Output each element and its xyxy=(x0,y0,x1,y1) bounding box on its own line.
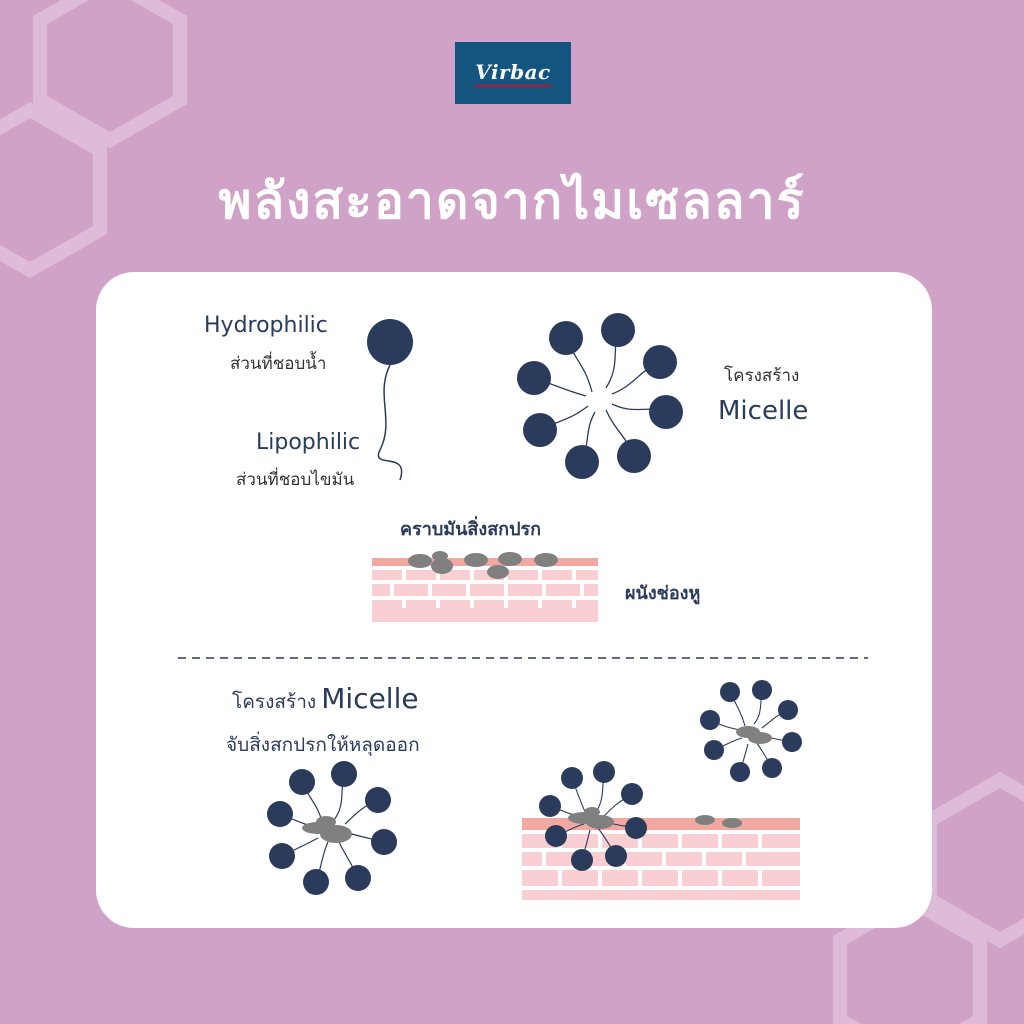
logo-text: Virbac xyxy=(475,60,551,87)
bottom-caption-line2: จับสิ่งสกปรกให้หลุดออก xyxy=(226,734,420,756)
bottom-caption-en: Micelle xyxy=(321,682,419,715)
ear-wall-with-dirt xyxy=(372,551,598,622)
page-title: พลังสะอาดจากไมเซลลาร์ xyxy=(218,172,806,230)
micelle-structure-en-label: Micelle xyxy=(718,396,809,426)
hydrophilic-label: Hydrophilic xyxy=(204,313,328,338)
dirt-label: คราบมันสิ่งสกปรก xyxy=(400,519,542,540)
surfactant-molecule xyxy=(367,319,413,481)
virbac-logo: Virbac xyxy=(455,42,571,104)
ear-wall-label: ผนังช่องหู xyxy=(625,583,701,604)
bottom-caption-th: โครงสร้าง xyxy=(232,691,317,713)
micelle-structure-th-label: โครงสร้าง xyxy=(724,366,800,386)
ear-wall-bottom xyxy=(522,815,800,900)
lipophilic-label: Lipophilic xyxy=(256,430,361,455)
hydrophilic-th-label: ส่วนที่ชอบน้ำ xyxy=(230,354,327,374)
lipophilic-th-label: ส่วนที่ชอบไขมัน xyxy=(236,470,355,490)
bottom-caption-line1: โครงสร้าง Micelle xyxy=(232,682,419,717)
